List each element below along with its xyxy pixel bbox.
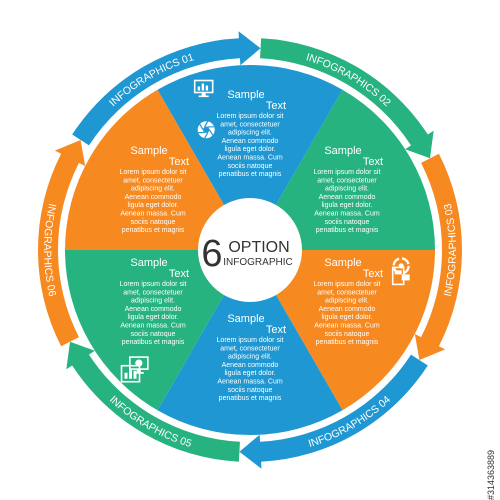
- ring-arrow-04: [239, 354, 428, 469]
- segment-title-03: SampleText: [324, 257, 383, 280]
- segment-title-01: SampleText: [227, 89, 286, 112]
- wedge-06: [65, 89, 250, 250]
- center-word-infographic: INFOGRAPHIC: [223, 257, 292, 268]
- ring-label-03: INFOGRAPHICS 03: [442, 202, 459, 297]
- ring-arrow-05: [66, 341, 240, 462]
- ring-label-06: INFOGRAPHICS 06: [41, 202, 58, 297]
- wedge-04: [157, 250, 343, 435]
- ring-arrow-01: [72, 31, 261, 146]
- segment-title-06: SampleText: [130, 145, 189, 168]
- center-word-option: OPTION: [228, 239, 289, 256]
- segment-title-04: SampleText: [227, 313, 286, 336]
- wedge-01: [157, 65, 343, 250]
- segment-title-02: SampleText: [324, 145, 383, 168]
- ring-arrow-03: [414, 153, 462, 361]
- segment-title-05: SampleText: [130, 257, 189, 280]
- card-reader-icon: [391, 266, 410, 286]
- bar-chart-icon: [120, 364, 141, 383]
- center-number: 6: [201, 233, 222, 275]
- wedge-03: [250, 250, 435, 411]
- ring-arrow-06: [38, 139, 86, 347]
- wedge-05: [65, 250, 250, 411]
- monitor-chart-icon: [193, 79, 214, 98]
- ring-arrow-02: [260, 38, 434, 159]
- stock-watermark-id: #314363889: [486, 449, 496, 500]
- center-circle: [198, 198, 302, 302]
- wedge-02: [250, 89, 435, 250]
- aperture-icon: [197, 121, 215, 139]
